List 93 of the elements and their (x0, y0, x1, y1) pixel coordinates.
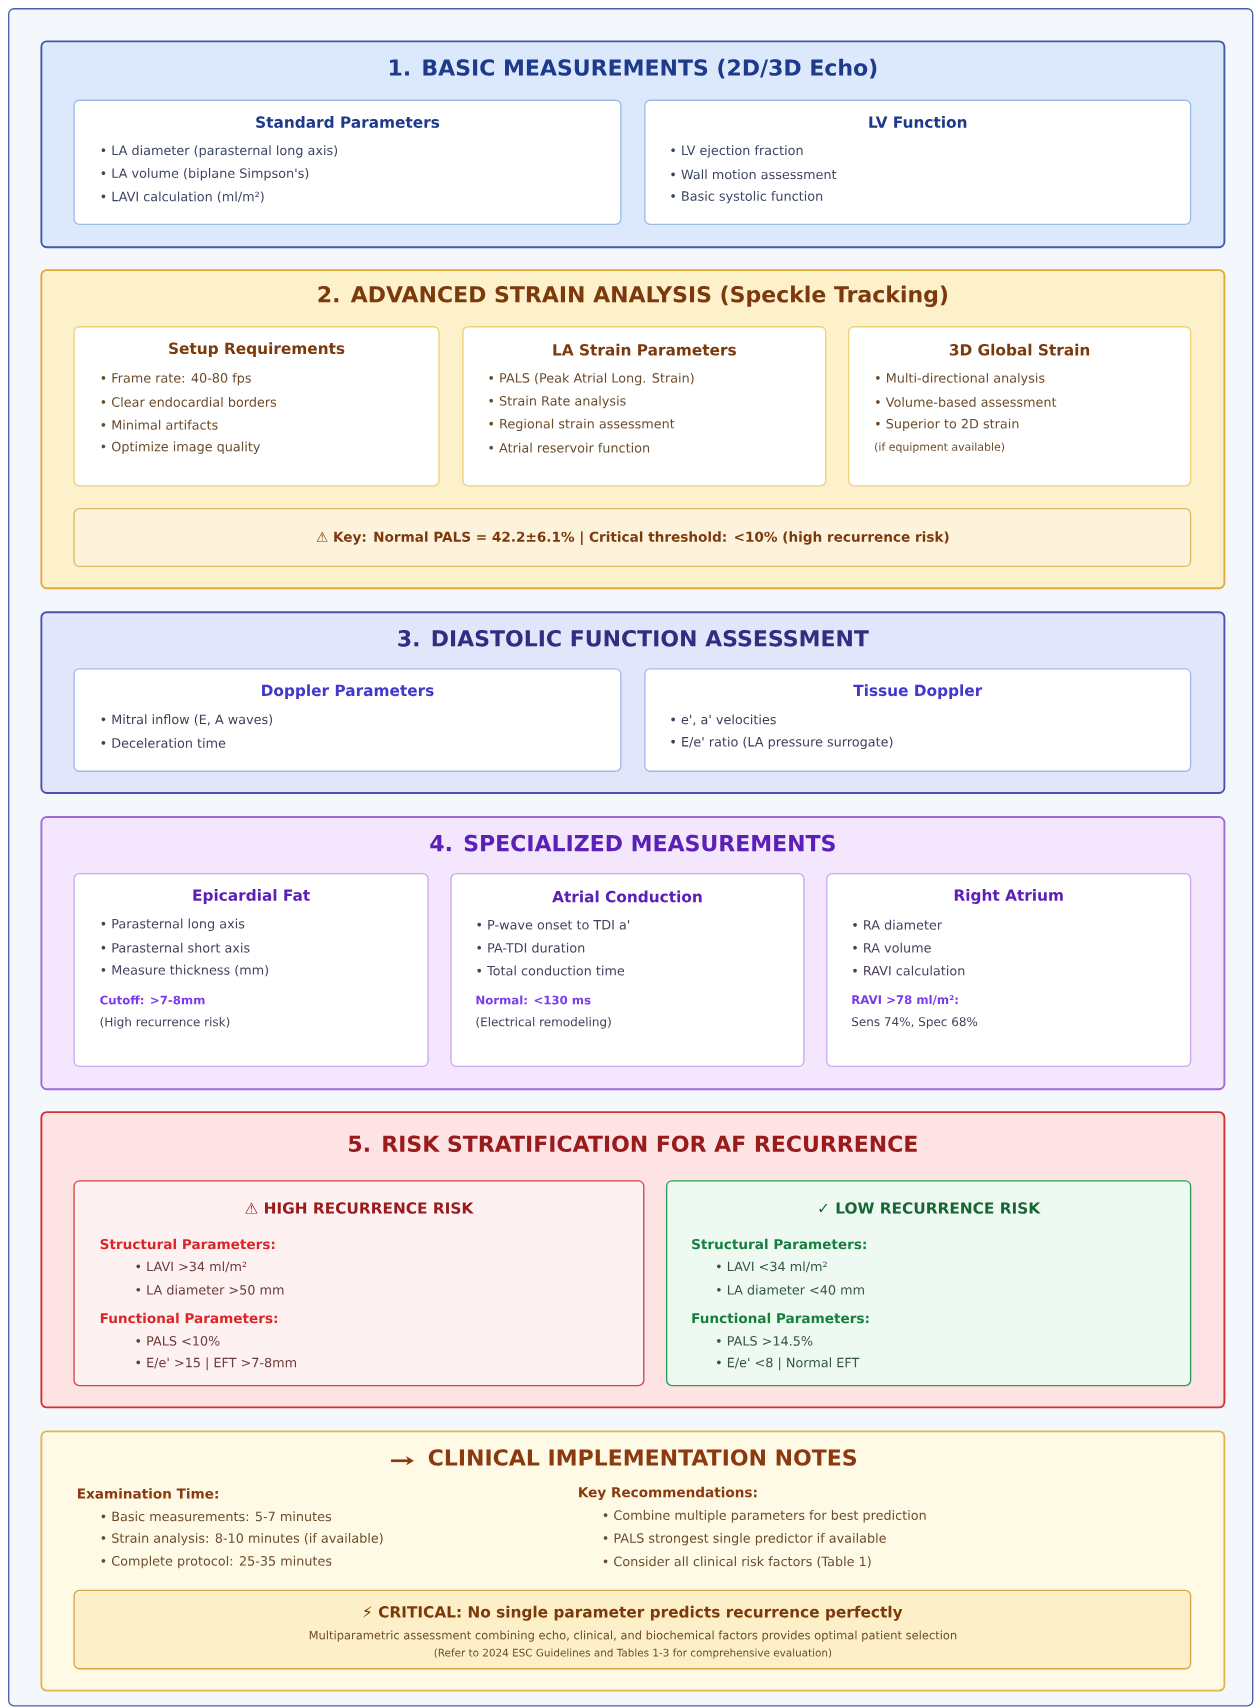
card-heading: Standard Parameters (256, 116, 440, 128)
threshold-label: Cutoff: >7-8mm (100, 995, 205, 1005)
info-card (73, 99, 622, 226)
info-card (644, 668, 1192, 772)
bullet-item: • Multi-directional analysis (876, 372, 1045, 386)
card-heading: Setup Requirements (169, 342, 345, 358)
bullet-item: • Total conduction time (477, 965, 625, 976)
card-heading: Doppler Parameters (262, 684, 434, 700)
bullet-item: • PALS >14.5% (717, 1336, 813, 1346)
bullet-item: • PALS <10% (136, 1336, 220, 1346)
section-title: CLINICAL IMPLEMENTATION NOTES (428, 1449, 857, 1466)
info-card (826, 872, 1192, 1068)
bullet-item: • Frame rate: 40-80 fps (101, 372, 251, 386)
info-card (666, 1180, 1192, 1387)
bullet-item: • Parasternal short axis (101, 942, 250, 953)
bullet-item: • PALS strongest single predictor if available (603, 1533, 886, 1546)
bullet-item: • Deceleration time (101, 737, 226, 748)
card-heading: LA Strain Parameters (553, 343, 736, 356)
bullet-item: • LV ejection fraction (671, 145, 803, 158)
threshold-label: Normal: <130 ms (476, 995, 591, 1005)
bullet-item: • LAVI >34 ml/m² (136, 1261, 247, 1273)
bullet-item: • Strain analysis: 8-10 minutes (if available) (101, 1533, 383, 1546)
info-card (462, 326, 827, 487)
info-card (73, 508, 1192, 568)
note-text: Sens 74%, Spec 68% (852, 1017, 978, 1029)
bullet-item: • Clear endocardial borders (101, 397, 277, 407)
bullet-item: • PA-TDI duration (477, 942, 585, 953)
card-heading: Tissue Doppler (853, 684, 983, 700)
card-heading: 3D Global Strain (949, 343, 1090, 356)
footnote: (Refer to 2024 ESC Guidelines and Tables 1-3 for comprehensive evaluation) (434, 1648, 832, 1659)
subheading: Structural Parameters: (692, 1238, 866, 1250)
bullet-item: • LA diameter <40 mm (717, 1284, 864, 1295)
bullet-item: • Minimal artifacts (101, 419, 218, 430)
card-heading: LV Function (869, 116, 967, 128)
bullet-item: • Consider all clinical risk factors (Table 1) (603, 1556, 871, 1568)
bullet-item: • Complete protocol: 25-35 minutes (101, 1555, 332, 1569)
subheading: Structural Parameters: (100, 1238, 275, 1250)
card-heading: Epicardial Fat (193, 889, 310, 904)
bullet-item: • RAVI calculation (853, 965, 965, 976)
section-title: 2. ADVANCED STRAIN ANALYSIS (Speckle Tracking) (318, 285, 948, 307)
note-text: (Electrical remodeling) (476, 1017, 611, 1029)
card-heading: ⚠ HIGH RECURRENCE RISK (245, 1202, 474, 1214)
section-title: 5. RISK STRATIFICATION FOR AF RECURRENCE (349, 1135, 917, 1153)
section-title: 3. DIASTOLIC FUNCTION ASSESSMENT (398, 630, 869, 647)
subheading: Key Recommendations: (579, 1486, 757, 1501)
bullet-item: • RA volume (853, 942, 931, 953)
info-card (73, 872, 429, 1068)
threshold-label: RAVI >78 ml/m²: (852, 995, 958, 1005)
bullet-item: • Strain Rate analysis (489, 395, 626, 409)
bullet-item: • Combine multiple parameters for best prediction (603, 1510, 926, 1523)
section-title: 1. BASIC MEASUREMENTS (2D/3D Echo) (390, 58, 877, 79)
bullet-item: • Volume-based assessment (876, 397, 1057, 407)
bullet-item: • RA diameter (853, 919, 943, 930)
bullet-item: • LAVI <34 ml/m² (717, 1261, 827, 1273)
note-text: (High recurrence risk) (100, 1017, 230, 1029)
bullet-item: • LA diameter (parasternal long axis) (101, 145, 338, 158)
bullet-item: • Superior to 2D strain (876, 418, 1019, 431)
card-heading: ⚡ CRITICAL: No single parameter predicts recurrence perfectly (363, 1605, 903, 1621)
bullet-item: • Mitral inflow (E, A waves) (101, 714, 273, 726)
bullet-item: • Basic systolic function (671, 190, 823, 204)
bullet-item: • LA diameter >50 mm (136, 1284, 284, 1295)
subheading: Functional Parameters: (692, 1312, 869, 1324)
bullet-item: • Parasternal long axis (101, 918, 245, 931)
bullet-item: • LAVI calculation (ml/m²) (101, 191, 264, 203)
bullet-item: • Wall motion assessment (671, 169, 837, 180)
info-card (73, 668, 622, 772)
bullet-item: • P-wave onset to TDI a' (477, 920, 630, 930)
key-note: ⚠ Key: Normal PALS = 42.2±6.1% | Critical threshold: <10% (high recurrence risk) (316, 531, 949, 545)
info-card (450, 872, 805, 1068)
bullet-item: • Measure thickness (mm) (101, 964, 269, 977)
bullet-item: • E/e' >15 | EFT >7-8mm (136, 1357, 297, 1371)
info-card (73, 1180, 645, 1387)
card-heading: Atrial Conduction (552, 890, 702, 903)
footnote: (if equipment available) (875, 442, 1005, 453)
card-heading: Right Atrium (954, 889, 1063, 904)
subheading: Examination Time: (78, 1488, 218, 1499)
bullet-item: • e', a' velocities (671, 714, 776, 726)
card-heading: ✓ LOW RECURRENCE RISK (819, 1202, 1041, 1214)
info-card (73, 1589, 1192, 1670)
bullet-item: • E/e' ratio (LA pressure surrogate) (671, 736, 893, 750)
info-card (644, 99, 1192, 226)
bullet-item: • Regional strain assessment (489, 418, 675, 431)
bullet-item: • Basic measurements: 5-7 minutes (101, 1511, 332, 1522)
section-title: 4. SPECIALIZED MEASUREMENTS (430, 834, 835, 852)
note-text: Multiparametric assessment combining echo, clinical, and biochemical factors provides optimal patient selection (309, 1630, 957, 1642)
bullet-item: • Atrial reservoir function (489, 442, 650, 453)
bullet-item: • LA volume (biplane Simpson's) (101, 168, 309, 181)
subheading: Functional Parameters: (100, 1312, 277, 1324)
info-card (73, 326, 440, 487)
bullet-item: • E/e' <8 | Normal EFT (717, 1357, 860, 1371)
bullet-item: • Optimize image quality (101, 441, 261, 454)
bullet-item: • PALS (Peak Atrial Long. Strain) (489, 372, 694, 386)
info-card (848, 326, 1192, 487)
